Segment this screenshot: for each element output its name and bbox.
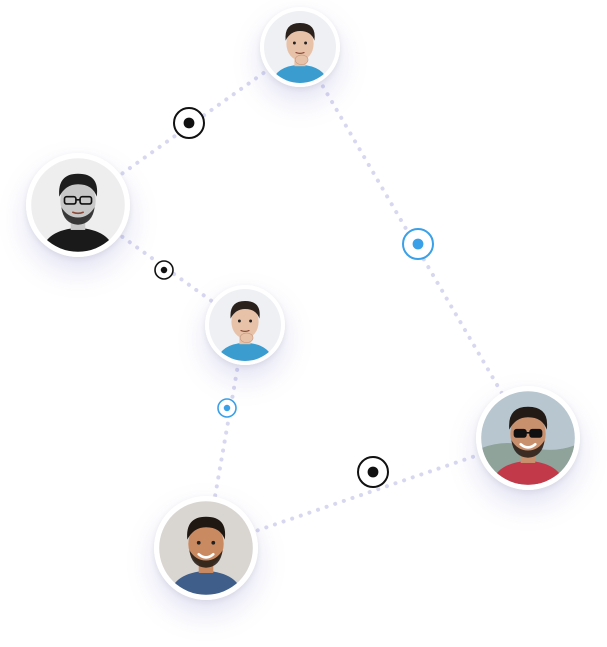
- link-node-accent-4: [217, 398, 237, 418]
- avatar-middle[interactable]: [205, 285, 285, 365]
- connector-bottom-right: [204, 436, 530, 550]
- avatar-left[interactable]: [26, 153, 130, 257]
- avatar-top[interactable]: [260, 7, 340, 87]
- man-portrait-icon: [154, 496, 258, 600]
- man-portrait-icon: [26, 153, 130, 257]
- link-node-accent-2: [402, 228, 434, 260]
- man-portrait-icon: [476, 386, 580, 490]
- link-node-dark-1: [173, 107, 205, 139]
- link-node-dark-3: [154, 260, 174, 280]
- link-node-dark-5: [357, 456, 389, 488]
- avatar-bottom[interactable]: [154, 496, 258, 600]
- man-portrait-icon: [260, 7, 340, 87]
- avatar-right[interactable]: [476, 386, 580, 490]
- man-portrait-icon: [205, 285, 285, 365]
